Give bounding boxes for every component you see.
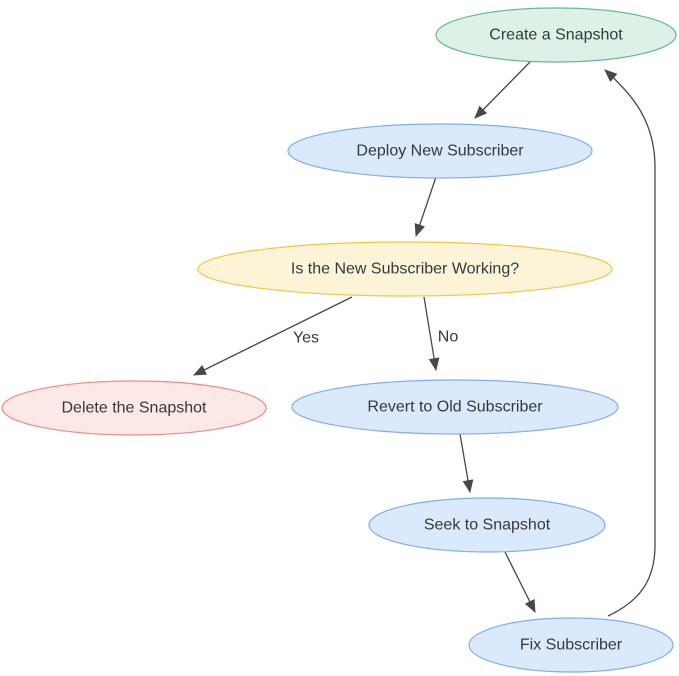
node-deploy-new-subscriber-shape	[287, 123, 593, 179]
edge-labels-layer: Yes No	[293, 329, 458, 347]
node-revert-to-old-subscriber: Revert to Old Subscriber	[291, 379, 619, 435]
edge-label-yes: Yes	[293, 330, 319, 347]
node-fix-subscriber-label: Fix Subscriber	[520, 637, 623, 654]
node-create-a-snapshot-label: Create a Snapshot	[489, 27, 623, 44]
node-revert-to-old-subscriber-label: Revert to Old Subscriber	[367, 399, 543, 416]
node-delete-the-snapshot-shape	[1, 380, 267, 436]
edge-deploy-to-working	[414, 176, 437, 238]
edge-working-to-revert-no	[423, 296, 440, 372]
node-fix-subscriber: Fix Subscriber	[468, 617, 674, 673]
node-delete-the-snapshot-label: Delete the Snapshot	[62, 400, 208, 417]
node-create-a-snapshot-shape	[435, 7, 677, 63]
edge-seek-to-fix	[504, 551, 536, 613]
node-seek-to-snapshot: Seek to Snapshot	[368, 497, 606, 553]
node-seek-to-snapshot-shape	[368, 497, 606, 553]
node-revert-to-old-subscriber-shape	[291, 379, 619, 435]
node-fix-subscriber-shape	[468, 617, 674, 673]
node-is-new-subscriber-working-shape	[197, 241, 613, 297]
node-deploy-new-subscriber: Deploy New Subscriber	[287, 123, 593, 179]
edge-create-to-deploy	[474, 60, 532, 119]
node-deploy-new-subscriber-label: Deploy New Subscriber	[356, 143, 524, 160]
node-delete-the-snapshot: Delete the Snapshot	[1, 380, 267, 436]
edge-label-no: No	[438, 329, 459, 346]
edge-revert-to-seek	[459, 433, 474, 494]
node-is-new-subscriber-working: Is the New Subscriber Working?	[197, 241, 613, 297]
node-is-new-subscriber-working-label: Is the New Subscriber Working?	[291, 261, 519, 278]
edge-working-to-delete-yes	[193, 296, 353, 376]
node-create-a-snapshot: Create a Snapshot	[435, 7, 677, 63]
nodes-layer: Create a Snapshot Deploy New Subscriber …	[1, 7, 677, 673]
node-seek-to-snapshot-label: Seek to Snapshot	[424, 517, 551, 534]
edges-layer	[193, 60, 656, 617]
edge-fix-to-create-loop	[604, 69, 656, 617]
